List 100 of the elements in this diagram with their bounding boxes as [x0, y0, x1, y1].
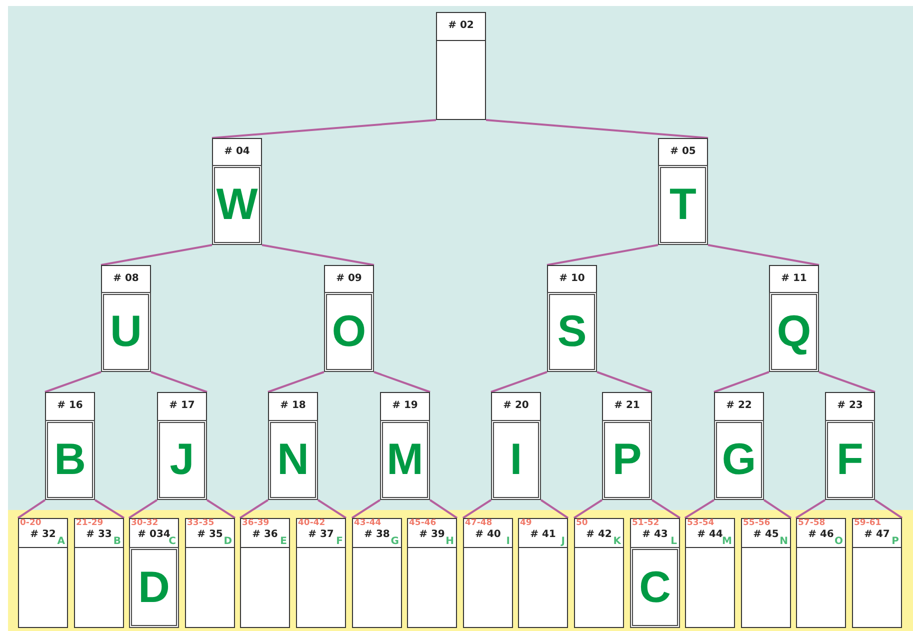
node-number: # 17 [168, 400, 196, 411]
leaf-letter: D [224, 537, 232, 547]
tree-node-box [268, 392, 318, 500]
node-letter: S [556, 310, 588, 354]
leaf-letter: M [722, 537, 732, 547]
node-letter: U [109, 310, 143, 354]
tree-node-box [574, 518, 624, 628]
tree-node-box [796, 518, 846, 628]
tree-node-box [602, 392, 652, 500]
node-letter: N [276, 438, 310, 482]
connector-line [714, 371, 770, 393]
index-range: 47-48 [465, 519, 492, 528]
index-range: 43-44 [354, 519, 382, 528]
connector-line [546, 244, 658, 266]
connector-line [150, 371, 208, 393]
connector-line [429, 499, 458, 519]
node-number: # 20 [502, 400, 530, 411]
tree-node-box [74, 518, 124, 628]
connector-line [763, 499, 792, 519]
node-number: # 44 [696, 529, 723, 540]
connector-line [684, 499, 715, 519]
index-range: 55-56 [743, 519, 770, 528]
node-letter: T [668, 183, 698, 227]
node-number: # 18 [279, 400, 307, 411]
index-range: 33-35 [187, 519, 214, 528]
index-range: 45-46 [409, 519, 436, 528]
tree-node-box [18, 518, 68, 628]
connector-line [490, 371, 548, 393]
tree-node-box [101, 265, 151, 372]
node-letter: B [53, 438, 87, 482]
node-number: # 35 [196, 529, 224, 540]
node-number: # 21 [613, 400, 641, 411]
connector-line [239, 499, 269, 519]
node-number: # 11 [780, 272, 808, 284]
node-number: # 36 [251, 529, 279, 540]
tree-node-box [324, 265, 374, 372]
tree-node-box [185, 518, 235, 628]
node-number: # 02 [447, 20, 475, 31]
leaf-letter: H [446, 537, 454, 547]
leaf-letter: F [336, 537, 343, 547]
leaf-letter: G [390, 537, 399, 547]
connector-line [596, 371, 652, 393]
connector-line [486, 119, 708, 139]
tree-node-box [240, 518, 290, 628]
connector-line [317, 499, 347, 519]
connector-line [374, 371, 430, 393]
tree-node-box [157, 392, 207, 500]
node-letter: O [330, 310, 368, 354]
tree-node-box [129, 518, 179, 628]
connector-line [44, 371, 102, 393]
index-range: 40-42 [298, 519, 326, 528]
tree-node-box [436, 12, 486, 120]
tree-node-box [825, 392, 875, 500]
leaf-letter: E [280, 537, 287, 547]
tree-node-box [547, 265, 597, 372]
connector-line [128, 499, 158, 519]
leaf-letter: I [506, 537, 510, 547]
tree-node-box [212, 138, 262, 245]
node-letter: G [720, 438, 758, 482]
node-letter: P [611, 438, 643, 482]
connector-line [462, 499, 492, 519]
leaf-letter: N [780, 537, 788, 547]
node-number: # 42 [585, 529, 613, 540]
index-range: 21-29 [76, 519, 104, 528]
connector-line [708, 244, 820, 266]
tree-node-box [685, 518, 735, 628]
node-letter: C [638, 566, 672, 610]
index-range: 50 [576, 519, 588, 528]
tree-node-box [296, 518, 346, 628]
index-range: 0-20 [20, 519, 42, 528]
tree-node-box [491, 392, 541, 500]
connector-line [795, 499, 826, 519]
index-range: 51-52 [632, 519, 660, 528]
index-range: 57-58 [798, 519, 826, 528]
node-number: # 23 [836, 400, 864, 411]
leaf-letter: J [561, 537, 565, 547]
node-number: # 33 [85, 529, 113, 540]
leaf-letter: C [168, 537, 176, 547]
index-range: 30-32 [131, 519, 158, 528]
node-number: # 034 [136, 529, 170, 540]
leaf-letter: K [613, 537, 621, 547]
tree-node-box [463, 518, 513, 628]
connector-line [351, 499, 381, 519]
leaf-letter: L [670, 537, 677, 547]
tree-node-box [407, 518, 457, 628]
node-number: # 08 [112, 272, 140, 284]
node-number: # 39 [418, 529, 446, 540]
leaf-letter: O [834, 537, 843, 547]
node-number: # 41 [529, 529, 557, 540]
node-letter: Q [776, 310, 812, 354]
node-number: # 10 [558, 272, 586, 284]
connector-line [573, 499, 603, 519]
node-number: # 05 [669, 146, 697, 156]
node-number: # 32 [29, 529, 57, 540]
connector-line [651, 499, 681, 519]
connector-line [262, 244, 374, 266]
node-number: # 45 [752, 529, 780, 540]
tree-node-box [352, 518, 402, 628]
node-letter: D [137, 566, 171, 610]
connector-line [206, 499, 236, 519]
